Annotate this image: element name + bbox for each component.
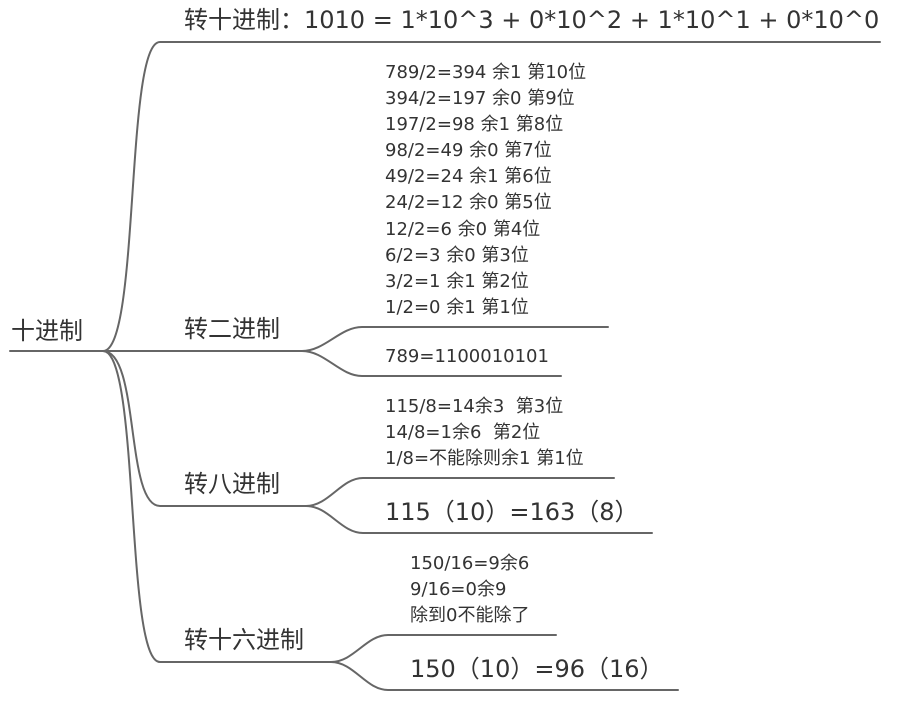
octal-steps[interactable]: 115/8=14余3 第3位 14/8=1余6 第2位 1/8=不能除则余1 第… xyxy=(385,394,584,472)
binary-step: 3/2=1 余1 第2位 xyxy=(385,270,529,292)
hex-node[interactable]: 转十六进制 xyxy=(184,628,304,652)
root-node[interactable]: 十进制 xyxy=(11,319,83,343)
connector-octal-result xyxy=(305,505,653,534)
hex-label: 转十六进制 xyxy=(184,626,304,654)
connector-binary-result xyxy=(301,350,562,377)
octal-label: 转八进制 xyxy=(184,470,280,498)
hex-step: 150/16=9余6 xyxy=(410,553,530,574)
binary-step: 1/2=0 余1 第1位 xyxy=(385,296,529,318)
binary-step: 12/2=6 余0 第4位 xyxy=(385,218,541,240)
binary-step: 197/2=98 余1 第8位 xyxy=(385,114,564,136)
binary-step: 394/2=197 余0 第9位 xyxy=(385,88,575,110)
binary-step: 49/2=24 余1 第6位 xyxy=(385,166,552,188)
hex-result-label: 150（10）=96（16） xyxy=(410,655,664,683)
binary-step: 98/2=49 余0 第7位 xyxy=(385,140,552,162)
binary-step: 6/2=3 余0 第3位 xyxy=(385,244,529,266)
octal-result[interactable]: 115（10）=163（8） xyxy=(385,500,639,524)
binary-node[interactable]: 转二进制 xyxy=(184,317,280,341)
connector-binary-steps xyxy=(301,326,609,352)
binary-label: 转二进制 xyxy=(184,315,280,343)
binary-steps[interactable]: 789/2=394 余1 第10位 394/2=197 余0 第9位 197/2… xyxy=(385,60,586,321)
binary-step: 789/2=394 余1 第10位 xyxy=(385,62,587,83)
decimal-node[interactable]: 转十进制：1010 = 1*10^3 + 0*10^2 + 1*10^1 + 0… xyxy=(184,8,879,32)
hex-step: 9/16=0余9 xyxy=(410,579,507,601)
connector-root-octal xyxy=(102,350,307,507)
octal-step: 115/8=14余3 第3位 xyxy=(385,396,564,417)
root-label: 十进制 xyxy=(11,317,83,345)
octal-step: 1/8=不能除则余1 第1位 xyxy=(385,448,584,470)
octal-node[interactable]: 转八进制 xyxy=(184,472,280,496)
hex-steps[interactable]: 150/16=9余6 9/16=0余9 除到0不能除了 xyxy=(410,551,529,629)
connector-root-decimal xyxy=(102,41,881,352)
connector-hex-steps xyxy=(330,634,557,663)
octal-step: 14/8=1余6 第2位 xyxy=(385,422,541,444)
hex-step: 除到0不能除了 xyxy=(410,605,530,627)
octal-result-label: 115（10）=163（8） xyxy=(385,498,639,526)
connector-octal-steps xyxy=(305,477,615,507)
connector-root-hex xyxy=(102,350,332,663)
binary-step: 24/2=12 余0 第5位 xyxy=(385,192,552,214)
hex-result[interactable]: 150（10）=96（16） xyxy=(410,657,664,681)
binary-result-label: 789=1100010101 xyxy=(385,346,549,367)
decimal-label: 转十进制：1010 = 1*10^3 + 0*10^2 + 1*10^1 + 0… xyxy=(184,6,880,34)
binary-result[interactable]: 789=1100010101 xyxy=(385,348,549,366)
connector-hex-result xyxy=(330,661,679,691)
